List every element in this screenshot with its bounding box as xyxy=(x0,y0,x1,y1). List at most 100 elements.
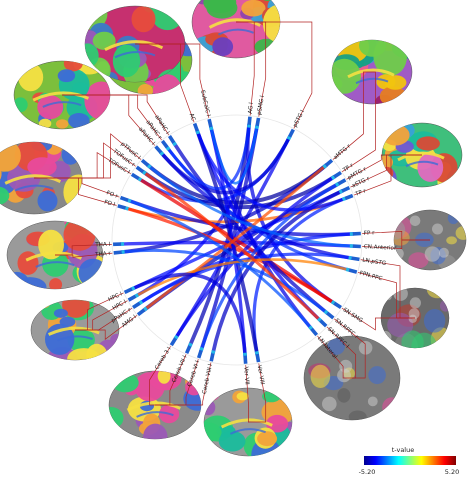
chord-aPaHC1-pSTG_top xyxy=(159,134,292,195)
node-segment-SubCalC xyxy=(207,118,213,128)
chord-TP_r2-Ver_VIII xyxy=(252,196,347,356)
node-segment-inner-pMTG xyxy=(334,182,340,187)
connector-TP_r2 xyxy=(353,154,422,196)
node-label-FO1: FO l xyxy=(103,200,116,209)
node-label-Ver_VIII: Ver VIII xyxy=(256,365,265,386)
chord-AC-TP_r2 xyxy=(195,129,347,212)
connector-HPC2 xyxy=(75,292,124,331)
node-segment-inner-Ver_VIII xyxy=(254,350,259,355)
colorbar-max-label: 5.20 xyxy=(445,468,459,476)
node-segment-aSTG xyxy=(341,185,351,193)
node-label-AC: AC xyxy=(188,113,196,122)
node-label-Cereb_3: Cereb 3 l xyxy=(154,346,173,371)
brain-left-mid xyxy=(0,141,83,215)
node-segment-inner-aPaHC3 xyxy=(172,141,177,147)
label-connectors xyxy=(34,21,430,423)
node-segment-LN_pSTG xyxy=(351,256,360,262)
node-segment-Cereb_VIII xyxy=(209,353,215,362)
node-segment-inner-FPN_PPC xyxy=(345,267,350,272)
node-segment-inner-SN_SMG xyxy=(330,300,336,305)
node-segment-aPaHC1 xyxy=(154,145,163,154)
node-segment-FO2 xyxy=(119,195,129,203)
connector-TP_r1 xyxy=(341,71,376,173)
node-label-THA1: THA r xyxy=(94,251,112,259)
node-segment-inner-pSMG xyxy=(254,125,259,130)
node-segment-inner-SN_RPFC1 xyxy=(323,309,329,315)
node-segment-inner-Cereb_VIII xyxy=(211,350,216,354)
node-label-CN_Anterior: CN.Anterior xyxy=(364,244,397,252)
chord-TOFusC2-SN_RPFC2 xyxy=(141,170,322,323)
node-segment-inner-HPC2 xyxy=(131,286,136,291)
node-segment-Cereb_VII xyxy=(184,345,192,355)
brain-right-mri-bottom xyxy=(303,335,401,421)
brain-right-mid xyxy=(381,122,463,188)
node-segment-SN_SMG xyxy=(333,301,342,310)
connector-Ver_VIII xyxy=(248,363,267,423)
node-segment-SN_RPFC1 xyxy=(326,311,335,320)
connector-SN_RPFC1 xyxy=(333,318,366,379)
colorbar-bar xyxy=(364,456,456,465)
node-segment-pPaHC xyxy=(132,301,141,310)
colorbar-title: t-value xyxy=(392,446,414,454)
node-segment-inner-pTFusC xyxy=(146,164,152,169)
node-segment-inner-Cereb_VII xyxy=(188,342,193,347)
node-segment-FPN_PPC xyxy=(348,268,358,274)
connector-Cereb_VI xyxy=(155,358,199,406)
node-segment-inner-TOFusC2 xyxy=(142,170,147,176)
node-segment-inner-TP_r1 xyxy=(330,175,336,180)
connector-SN_SMG xyxy=(341,307,415,331)
node-label-SN_SMG: SN.SMG xyxy=(342,307,364,324)
connector-pTFusC xyxy=(34,133,142,179)
node-segment-TP_r1 xyxy=(333,170,342,179)
connector-CN_Anterior xyxy=(361,239,430,249)
node-segment-pTFusC xyxy=(140,158,150,167)
node-label-FP: FP r xyxy=(364,230,376,237)
node-segment-inner-HPC xyxy=(134,293,140,298)
connector-Ver_VII xyxy=(245,364,249,423)
node-segment-inner-SN_RPFC2 xyxy=(317,317,322,322)
connector-SN_RPFC2 xyxy=(326,326,357,379)
node-label-Ver_VII: Ver VII xyxy=(242,367,249,386)
chord-FO2-LN_Iateral xyxy=(126,198,314,331)
brain-top-center xyxy=(191,0,281,59)
node-label-FO2: FO r xyxy=(106,190,120,200)
node-segment-pSTG_top xyxy=(288,128,295,138)
chord-AMG-aMTG xyxy=(142,163,328,312)
node-segment-TP_r2 xyxy=(344,193,354,201)
node-segment-AG xyxy=(247,116,252,125)
node-segment-aPaHC2 xyxy=(160,139,169,149)
chord-HPC2-Ver_VII xyxy=(130,272,247,358)
node-segment-aMTG xyxy=(324,158,334,167)
brain-right-top xyxy=(331,39,413,105)
colorbar: t-value -5.20 5.20 xyxy=(359,446,460,476)
node-segment-HPC2 xyxy=(123,287,133,295)
node-segment-THA1 xyxy=(113,250,122,255)
node-segment-Ver_VII xyxy=(243,355,248,364)
node-segment-AC xyxy=(192,122,200,132)
node-segment-LN_Iateral xyxy=(310,327,319,337)
chord-Cereb_VI-pMTG xyxy=(199,182,341,352)
node-segment-inner-TP_r2 xyxy=(341,196,346,202)
node-label-SubCalC: SubCalC l xyxy=(199,90,211,118)
node-label-Cereb_VI: Cereb VI l xyxy=(187,360,201,388)
chord-SubCalC-pSMG xyxy=(209,124,259,185)
node-segment-inner-Cereb_3 xyxy=(174,334,179,340)
node-label-HPC2: HPC l xyxy=(107,291,123,303)
brain-right-mri-mid xyxy=(380,287,450,349)
node-label-Cereb_VIII: Cereb VIII l xyxy=(202,363,214,394)
node-segment-inner-AC xyxy=(195,130,201,135)
node-segment-inner-FO1 xyxy=(124,206,129,211)
node-label-LN_pSTG: LN.pSTG xyxy=(362,257,387,267)
connector-Cereb_3 xyxy=(149,345,172,406)
node-label-FPN_PPC: FPN.PPC xyxy=(359,270,383,282)
node-label-THA2: THA l xyxy=(94,242,110,249)
node-label-pSTG_top: pSTG l xyxy=(292,109,306,128)
node-segment-inner-TOFusC1 xyxy=(137,177,143,182)
connector-pSTG_top xyxy=(236,21,313,129)
node-segment-inner-pPaHC xyxy=(138,300,144,305)
connector-SubCalC xyxy=(135,43,210,119)
node-segment-Cereb_3 xyxy=(169,337,178,347)
node-segment-inner-aPaHC1 xyxy=(159,151,165,156)
chord-THA1-SN_RPFC1 xyxy=(120,248,329,315)
